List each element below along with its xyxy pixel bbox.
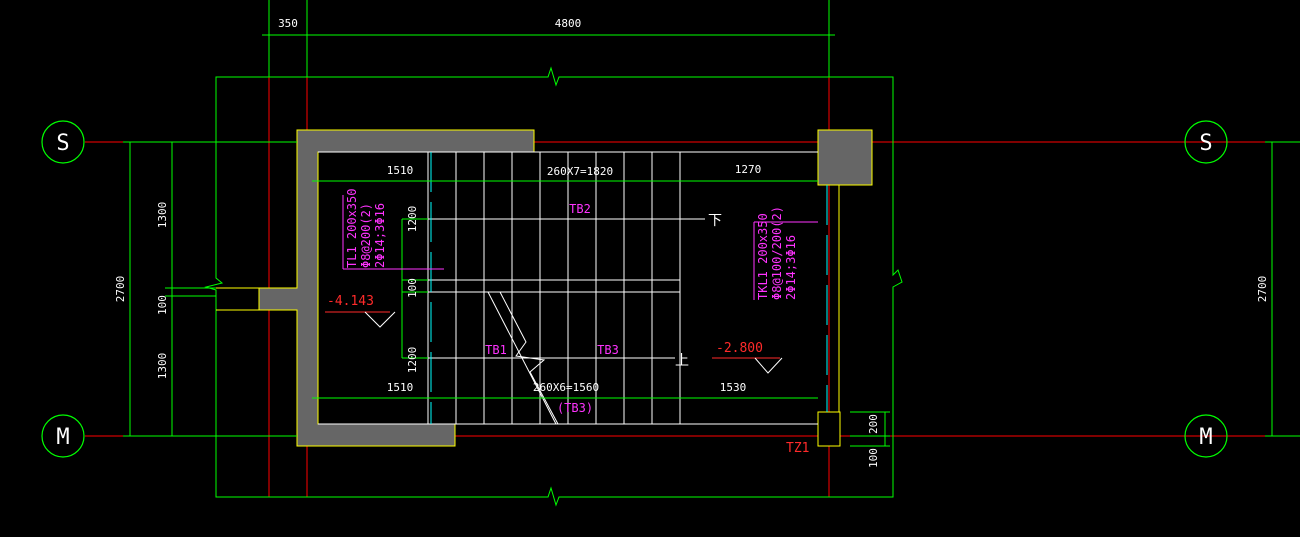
axis-s-right: S [1199,131,1212,156]
dimension-lines [123,0,1300,447]
elevation-right: -2.800 [712,341,783,374]
svg-text:-2.800: -2.800 [716,341,763,356]
dim-left-total: 2700 [114,276,127,303]
label-tb3: TB3 [597,343,619,357]
dim-left-lower: 1300 [156,353,169,380]
label-tb1: TB1 [485,343,507,357]
svg-text:-4.143: -4.143 [327,294,374,309]
svg-text:2Φ14;3Φ16: 2Φ14;3Φ16 [784,235,798,300]
stair-flights [318,151,818,425]
direction-up: 上 [675,353,689,369]
axis-m-right: M [1199,425,1212,450]
walls [258,129,873,447]
dim-right-100: 100 [867,448,880,468]
svg-text:TL1 200x350: TL1 200x350 [345,189,359,268]
svg-text:2Φ14;3Φ16: 2Φ14;3Φ16 [373,203,387,268]
dim-lower-middle: 260X6=1560 [533,381,599,394]
dim-upper-left: 1510 [387,164,414,177]
beam-left-annotation: TL1 200x350 Φ8@200(2) 2Φ14;3Φ16 [342,189,444,270]
direction-down: 下 [708,213,722,229]
dim-right-200: 200 [867,414,880,434]
dim-top-350: 350 [278,17,298,30]
axis-s-left: S [56,131,69,156]
svg-text:Φ8@200(2): Φ8@200(2) [359,203,373,268]
dim-inner-upper: 1200 [406,206,419,233]
label-tb3-paren: (TB3) [557,401,593,415]
dim-right-total: 2700 [1256,276,1269,303]
column-label-tz1: TZ1 [786,441,809,456]
wall-edges [216,185,840,412]
dim-inner-mid: 100 [406,278,419,298]
beam-right-annotation: TKL1 200x350 Φ8@100/200(2) 2Φ14;3Φ16 [753,206,818,300]
dim-top-4800: 4800 [555,17,582,30]
axis-bubbles [41,120,1228,458]
grid-lines [85,0,1300,497]
dim-lower-right: 1530 [720,381,747,394]
cyan-lines [430,152,828,424]
axis-m-left: M [56,425,69,450]
svg-text:Φ8@100/200(2): Φ8@100/200(2) [770,206,784,300]
elevation-left: -4.143 [325,294,396,328]
label-tb2: TB2 [569,202,591,216]
dim-left-mid: 100 [156,295,169,315]
svg-text:TKL1 200x350: TKL1 200x350 [756,213,770,300]
dim-upper-middle: 260X7=1820 [547,165,613,178]
dim-lower-left: 1510 [387,381,414,394]
dim-inner-lower: 1200 [406,347,419,374]
dim-upper-right: 1270 [735,163,762,176]
dim-left-upper: 1300 [156,202,169,229]
